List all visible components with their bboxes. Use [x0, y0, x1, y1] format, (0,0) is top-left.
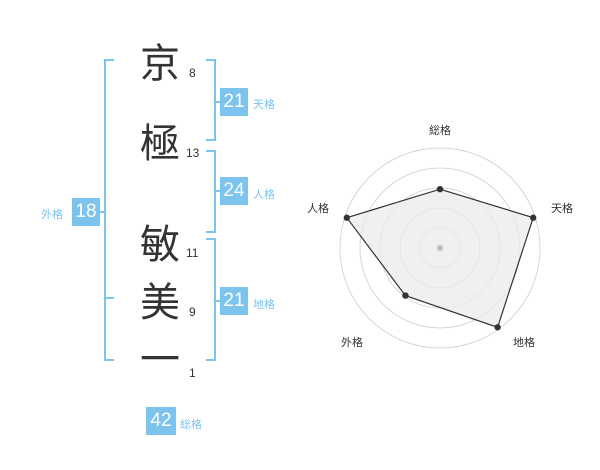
radar-points: [343, 186, 537, 331]
stroke-count-2: 13: [186, 146, 200, 160]
chikaku-label: 地格: [253, 298, 275, 311]
chikaku-badge: 21: [220, 287, 248, 315]
chikaku-bracket: [206, 238, 216, 361]
radar-center-dot: [437, 245, 443, 251]
soukaku-label: 総格: [180, 418, 202, 431]
stroke-count-3: 11: [186, 246, 199, 260]
radar-score-polygon: [345, 188, 534, 329]
name-char-5: 一: [140, 337, 180, 383]
radar-point-0: [436, 186, 444, 193]
radar-label-gaikaku: 外格: [341, 335, 363, 349]
stroke-count-4: 9: [189, 305, 196, 319]
chikaku-connector: [216, 300, 220, 302]
tenkaku-connector: [216, 101, 220, 103]
name-char-4: 美: [140, 280, 180, 326]
gaikaku-bracket: [104, 59, 114, 361]
name-char-3: 敏: [140, 222, 180, 268]
radar-point-2: [494, 324, 501, 331]
name-char-2: 極: [140, 121, 180, 167]
gaikaku-label: 外格: [41, 208, 63, 221]
radar-point-3: [402, 292, 409, 299]
radar-label-soukaku: 総格: [429, 123, 451, 137]
jinkaku-connector: [216, 190, 220, 192]
radar-label-jinkaku: 人格: [307, 201, 329, 215]
name-char-1: 京: [140, 41, 180, 87]
tenkaku-badge: 21: [220, 88, 248, 116]
stroke-count-1: 8: [189, 66, 196, 80]
radar-label-chikaku: 地格: [513, 335, 535, 349]
tenkaku-label: 天格: [253, 98, 275, 111]
tenkaku-bracket: [206, 59, 216, 141]
radar-point-1: [530, 214, 537, 221]
radar-label-tenkaku: 天格: [551, 201, 573, 215]
gaikaku-bracket-tick: [104, 297, 114, 299]
stroke-count-5: 1: [189, 366, 196, 380]
radar-point-4: [343, 214, 350, 221]
gaikaku-badge: 18: [72, 198, 100, 226]
soukaku-badge: 42: [146, 407, 176, 435]
jinkaku-badge: 24: [220, 177, 248, 205]
gaikaku-connector: [98, 211, 106, 213]
jinkaku-bracket: [206, 150, 216, 233]
jinkaku-label: 人格: [253, 188, 275, 201]
radar-ring-5: [339, 147, 541, 349]
